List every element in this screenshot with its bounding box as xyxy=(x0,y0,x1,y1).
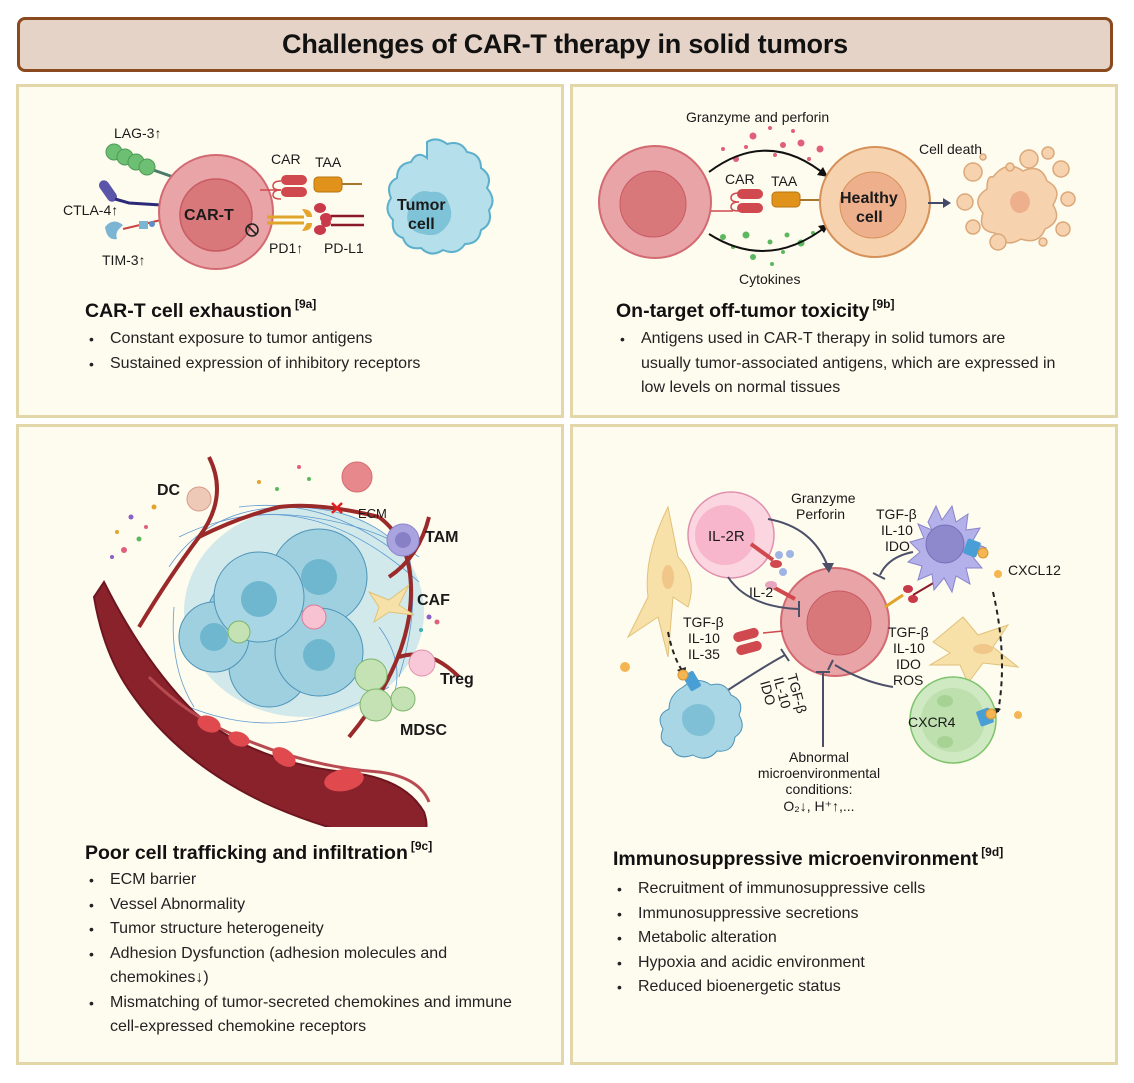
panel-title-text: Poor cell trafficking and infiltration xyxy=(85,842,408,864)
chemokine-dots-icon xyxy=(110,465,440,632)
cart-cell-icon xyxy=(341,461,373,493)
figure-title: Challenges of CAR-T therapy in solid tum… xyxy=(282,29,848,59)
bullet-item: Mismatching of tumor-secreted chemokines… xyxy=(85,991,525,1040)
treg-nucleus xyxy=(695,505,755,565)
granzyme-arrow-icon xyxy=(767,518,829,568)
panel-title-immunosuppressive: Immunosuppressive microenvironment[9d] xyxy=(613,845,1003,871)
cart-cell-nucleus xyxy=(619,170,687,238)
dendritic-cell-icon xyxy=(186,486,212,512)
exhaustion-illustration xyxy=(98,138,494,270)
tumor-cell-icon xyxy=(659,669,743,759)
cart-cell-nucleus xyxy=(806,590,872,656)
pd1-pdl1-binding-icon xyxy=(884,581,936,609)
toxicity-bullet-list: Antigens used in CAR-T therapy in solid … xyxy=(616,327,1056,401)
bullet-item: ECM barrier xyxy=(85,868,525,893)
bullet-item: Antigens used in CAR-T therapy in solid … xyxy=(616,327,1056,401)
lag3-receptor-icon xyxy=(105,143,180,181)
granzyme-arrow-icon xyxy=(708,149,829,178)
bullet-item: Tumor structure heterogeneity xyxy=(85,917,525,942)
reference-marker: [9c] xyxy=(410,839,433,853)
panel-cart-exhaustion: LAG-3↑ CTLA-4↑ TIM-3↑ CAR-T CAR TAA PD1↑… xyxy=(16,84,564,418)
immunosuppressive-bullet-list: Recruitment of immunosuppressive cells I… xyxy=(613,877,1083,1000)
bullet-item: Hypoxia and acidic environment xyxy=(613,951,1083,976)
car-receptor-icon xyxy=(733,627,784,656)
cxcl12-chemokine-dot xyxy=(994,570,1002,578)
trafficking-illustration xyxy=(92,456,461,827)
bullet-item: Metabolic alteration xyxy=(613,926,1083,951)
immunosuppression-illustration xyxy=(620,491,1022,764)
il2-receptor-icon xyxy=(749,542,796,601)
blocked-x-icon xyxy=(331,502,343,514)
tam-inhibition-arrow-icon xyxy=(879,551,914,576)
reference-marker: [9b] xyxy=(872,297,895,311)
bullet-item: Vessel Abnormality xyxy=(85,893,525,918)
toxicity-illustration xyxy=(598,126,1076,266)
panel-title-toxicity: On-target off-tumor toxicity[9b] xyxy=(616,297,895,323)
panel-poor-trafficking: DC ECM TAM CAF Treg MDSC Poor cell traff… xyxy=(16,424,564,1065)
panel-title-text: CAR-T cell exhaustion xyxy=(85,300,292,322)
healthy-cell-nucleus xyxy=(839,171,907,239)
pd1-pdl1-binding-icon xyxy=(267,203,364,235)
panel-title-trafficking: Poor cell trafficking and infiltration[9… xyxy=(85,839,432,865)
bullet-item: Constant exposure to tumor antigens xyxy=(85,327,545,352)
tim3-receptor-icon xyxy=(105,219,162,240)
panel-title-text: Immunosuppressive microenvironment xyxy=(613,848,979,870)
figure-title-box: Challenges of CAR-T therapy in solid tum… xyxy=(17,17,1113,72)
bullet-item: Immunosuppressive secretions xyxy=(613,902,1083,927)
mdsc-cells-icon xyxy=(354,658,416,722)
panel-immunosuppressive-microenvironment: IL-2R Granzyme Perforin IL-2 TGF-β IL-10… xyxy=(570,424,1118,1065)
mdsc-inhibition-arrow-icon xyxy=(834,664,894,688)
bullet-item: Recruitment of immunosuppressive cells xyxy=(613,877,1083,902)
tam-cell-icon xyxy=(906,504,989,594)
chemokine-dot xyxy=(1014,711,1022,719)
exhaustion-bullet-list: Constant exposure to tumor antigens Sust… xyxy=(85,327,545,376)
panel-off-tumor-toxicity: Granzyme and perforin CAR TAA Healthy ce… xyxy=(570,84,1118,418)
caf-cell-icon xyxy=(367,584,415,624)
bullet-item: Adhesion Dysfunction (adhesion molecules… xyxy=(85,942,525,991)
mdsc-cell-icon xyxy=(909,676,997,764)
trafficking-bullet-list: ECM barrier Vessel Abnormality Tumor str… xyxy=(85,868,525,1040)
car-receptor-icon xyxy=(711,189,763,213)
car-receptor-icon xyxy=(260,175,307,200)
dying-cell-icon xyxy=(956,146,1076,251)
bullet-item: Reduced bioenergetic status xyxy=(613,975,1083,1000)
bullet-item: Sustained expression of inhibitory recep… xyxy=(85,352,545,377)
caf-cell-left-icon xyxy=(626,505,692,658)
tumor-inhibition-arrow-icon xyxy=(724,654,786,693)
taa-antigen-icon xyxy=(313,176,362,193)
recruitment-arrow-right-icon xyxy=(992,591,1003,713)
tumor-cell-icon xyxy=(386,138,494,255)
ctla4-receptor-icon xyxy=(98,180,162,207)
recruitment-arrow-left-icon xyxy=(667,631,684,673)
cytokine-particles-icon xyxy=(720,231,815,266)
cart-cell-nucleus xyxy=(179,178,253,252)
treg-inhibition-arrow-icon xyxy=(727,576,800,610)
cytokine-arrow-icon xyxy=(708,224,829,252)
blood-vessel-icon xyxy=(92,580,431,827)
treg-cell-icon xyxy=(408,649,436,677)
panel-title-text: On-target off-tumor toxicity xyxy=(616,300,870,322)
reference-marker: [9d] xyxy=(981,845,1004,859)
chemokine-dot xyxy=(620,662,630,672)
inhibition-symbol-icon xyxy=(245,223,259,237)
panel-title-exhaustion: CAR-T cell exhaustion[9a] xyxy=(85,297,316,323)
taa-antigen-icon xyxy=(771,191,821,208)
reference-marker: [9a] xyxy=(294,297,317,311)
